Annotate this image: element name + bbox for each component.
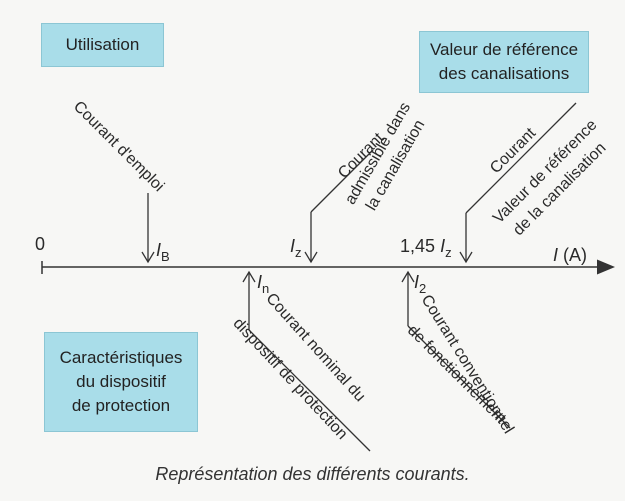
ib-label: IB bbox=[156, 240, 170, 264]
iz145-arrow-diag bbox=[465, 102, 577, 214]
iz-arrow-diag bbox=[310, 149, 374, 213]
iz-label: Iz bbox=[290, 236, 302, 260]
axis-label: I (A) bbox=[553, 245, 587, 266]
iz145-subscript: z bbox=[445, 245, 452, 260]
iz-subscript: z bbox=[295, 245, 302, 260]
reference-box: Valeur de référence des canalisations bbox=[419, 31, 589, 93]
iz145-arrowhead bbox=[459, 251, 473, 264]
protection-box-line-2: du dispositif bbox=[76, 372, 166, 391]
reference-box-line-2: des canalisations bbox=[438, 64, 570, 83]
in-label: In bbox=[257, 272, 269, 296]
protection-box-line-3: de protection bbox=[71, 396, 171, 415]
iz145-prefix: 1,45 bbox=[400, 236, 436, 256]
iz-arrowhead bbox=[304, 251, 318, 264]
usage-box-label: Utilisation bbox=[65, 35, 140, 54]
in-symbol: I bbox=[257, 272, 263, 292]
i2-subscript: 2 bbox=[419, 281, 427, 296]
ib-subscript: B bbox=[161, 249, 170, 264]
i2-arrowhead bbox=[401, 270, 415, 283]
i2-label: I2 bbox=[414, 272, 426, 296]
i2-symbol: I bbox=[414, 272, 420, 292]
iz145-label: 1,45 Iz bbox=[400, 236, 452, 260]
axis-unit: (A) bbox=[563, 245, 588, 265]
in-arrow-diag bbox=[248, 329, 371, 452]
axis-symbol: I bbox=[553, 245, 559, 265]
in-subscript: n bbox=[262, 281, 270, 296]
iz-symbol: I bbox=[290, 236, 296, 256]
usage-box: Utilisation bbox=[41, 23, 164, 67]
ib-arrowhead bbox=[141, 251, 155, 264]
i2-arrow-diag bbox=[407, 325, 511, 429]
protection-box-line-1: Caractéristiques bbox=[59, 348, 183, 367]
in-arrowhead bbox=[242, 270, 256, 283]
axis-origin-label: 0 bbox=[35, 234, 46, 254]
iz145-symbol: I bbox=[440, 236, 446, 256]
ib-symbol: I bbox=[156, 240, 162, 260]
protection-box: Caractéristiques du dispositif de protec… bbox=[44, 332, 198, 432]
reference-box-line-1: Valeur de référence bbox=[429, 40, 579, 59]
figure-caption: Représentation des différents courants. bbox=[155, 464, 470, 484]
